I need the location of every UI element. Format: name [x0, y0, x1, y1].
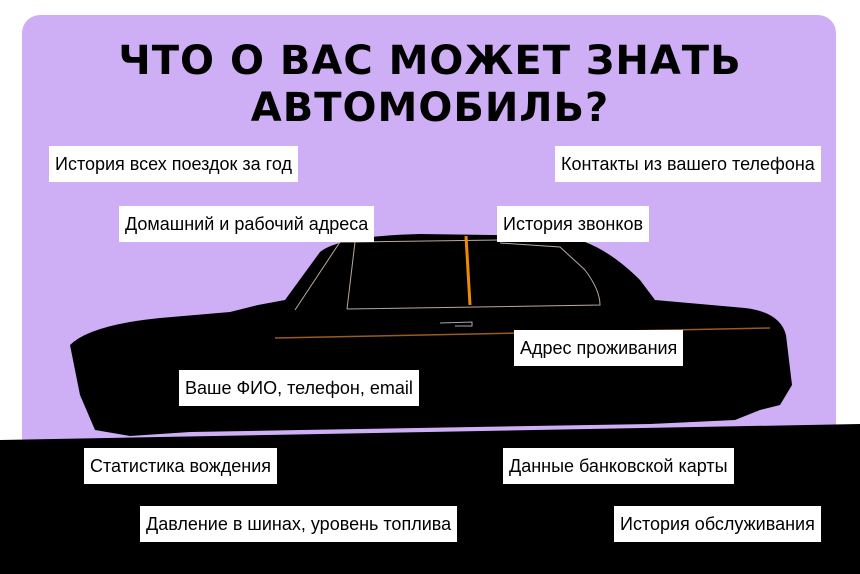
- door-handle: [439, 321, 473, 327]
- label-bank-card: Данные банковской карты: [503, 448, 734, 484]
- label-tire-pressure-fuel: Давление в шинах, уровень топлива: [140, 506, 458, 542]
- door-pillar: [464, 235, 472, 306]
- ground: [0, 424, 860, 574]
- title-line-2: АВТОМОБИЛЬ?: [250, 85, 610, 131]
- label-service-history: История обслуживания: [614, 506, 821, 542]
- title-line-1: ЧТО О ВАС МОЖЕТ ЗНАТЬ: [118, 38, 742, 84]
- label-trip-history: История всех поездок за год: [49, 146, 298, 182]
- label-call-history: История звонков: [497, 206, 650, 242]
- label-phone-contacts: Контакты из вашего телефона: [555, 146, 821, 182]
- window-line: [354, 239, 501, 243]
- window-frame: [294, 241, 601, 311]
- label-residence-address: Адрес проживания: [514, 330, 684, 366]
- label-driving-stats: Статистика вождения: [84, 448, 278, 484]
- label-name-phone-email: Ваше ФИО, телефон, email: [179, 370, 419, 406]
- label-home-work-addresses: Домашний и рабочий адреса: [119, 206, 375, 242]
